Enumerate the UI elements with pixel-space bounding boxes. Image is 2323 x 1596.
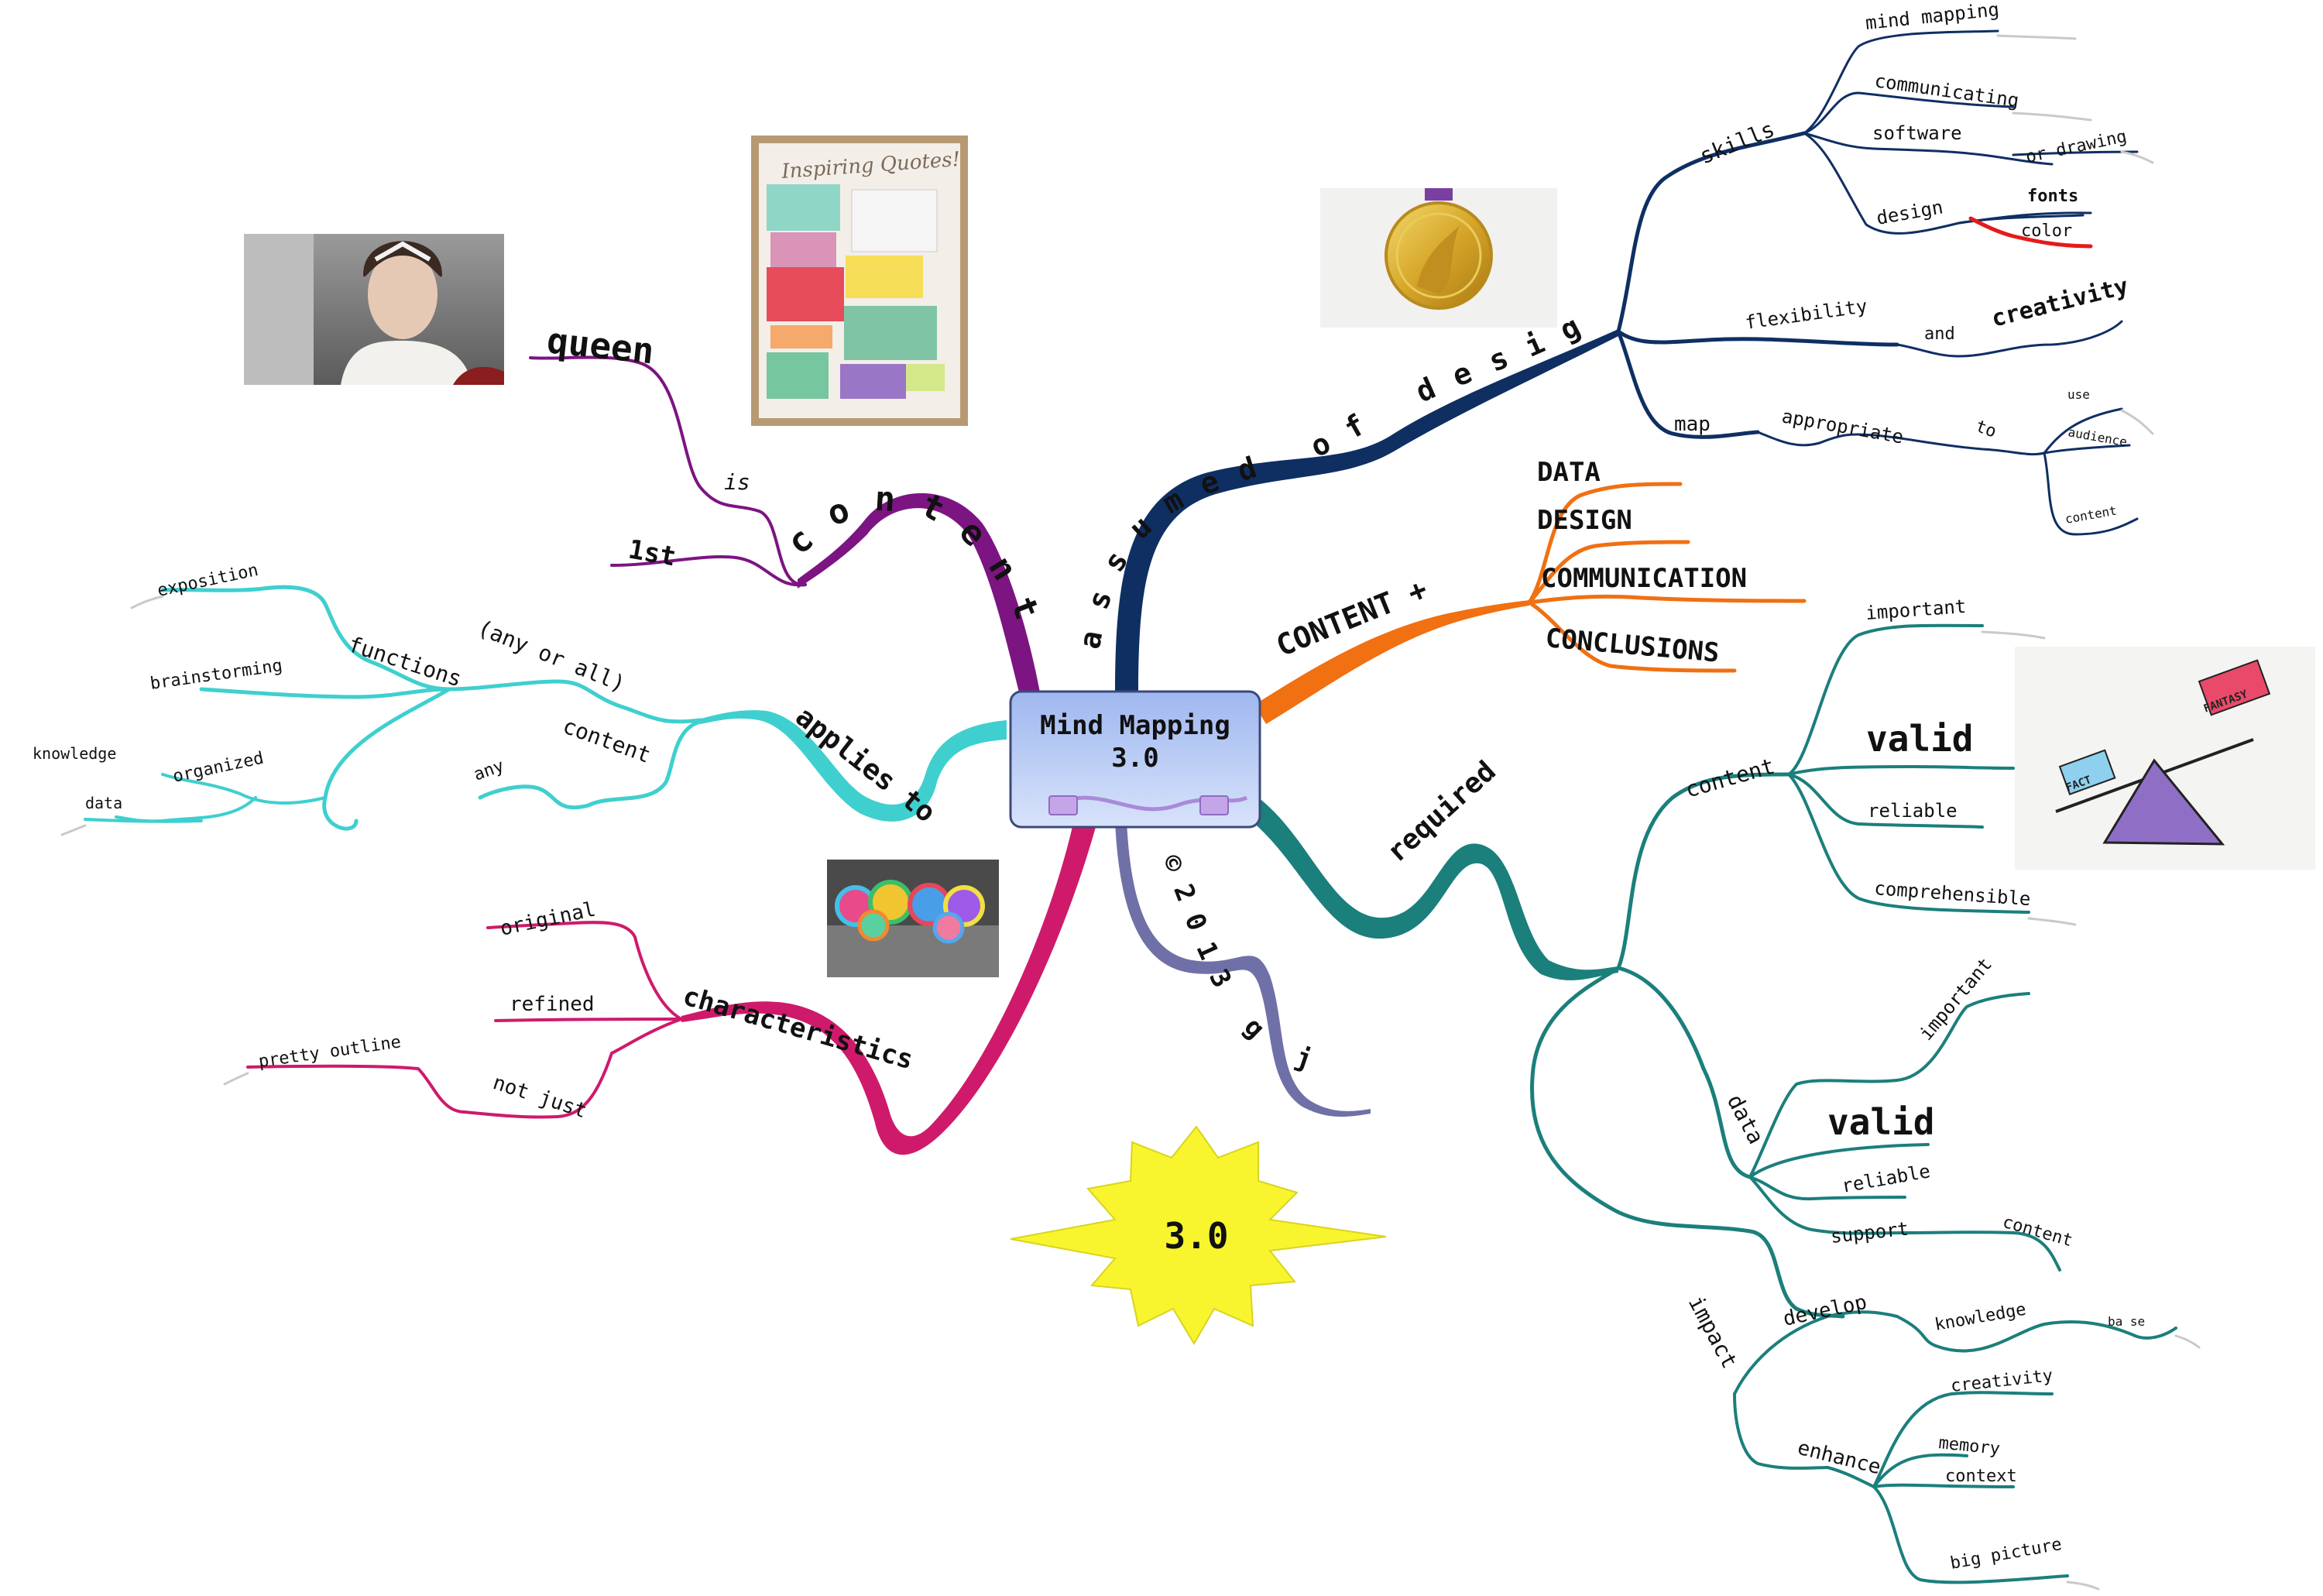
required-branch <box>1247 798 1618 980</box>
req-valid-label: valid <box>1866 718 1973 760</box>
audience-label: audience <box>2067 424 2128 449</box>
characteristics-subbranches <box>246 921 683 1119</box>
functions-label: functions <box>345 631 465 692</box>
support-content-label: content <box>2000 1213 2074 1251</box>
data-label: DATA <box>1537 457 1601 488</box>
creativity-label: creativity <box>1988 273 2131 333</box>
contentplus-subbranches <box>1527 482 1807 673</box>
use-label: use <box>2067 387 2090 402</box>
starburst-label: 3.0 <box>1164 1215 1228 1257</box>
req-reliable-label: reliable <box>1868 800 1958 822</box>
central-title-line2: 3.0 <box>1111 743 1158 774</box>
communicating-label: communicating <box>1873 70 2020 112</box>
applies-knowledge-label: knowledge <box>33 744 116 763</box>
organized-label: organized <box>171 749 266 787</box>
first-label: 1st <box>626 534 678 572</box>
software-label: software <box>1872 122 1962 144</box>
data-valid-label: valid <box>1827 1101 1934 1143</box>
design-label: design <box>1875 196 1944 229</box>
central-topic[interactable]: Mind Mapping 3.0 <box>1009 690 1261 829</box>
flexibility-label: flexibility <box>1744 295 1868 334</box>
characteristics-label: characteristics <box>680 980 917 1076</box>
is-label: is <box>724 469 750 495</box>
any-label: any <box>472 757 507 785</box>
base-label: ba se <box>2108 1314 2145 1329</box>
enhance-label: enhance <box>1795 1436 1883 1480</box>
required-leaves <box>1733 623 2177 1584</box>
color-leaf <box>1968 216 2093 249</box>
communication-label: COMMUNICATION <box>1541 563 1747 594</box>
designer-leaves <box>1756 29 2139 536</box>
applies-data-label: data <box>85 794 122 812</box>
content-branch <box>798 493 1041 705</box>
support-label: support <box>1830 1218 1910 1248</box>
map-label: map <box>1674 413 1711 436</box>
queen-photo <box>244 234 504 385</box>
brainstorming-label: brainstorming <box>149 656 283 694</box>
develop-label: develop <box>1781 1291 1868 1331</box>
appropriate-label: appropriate <box>1780 405 1905 448</box>
req-content-label: content <box>1683 753 1778 802</box>
queen-label: queen <box>545 319 656 372</box>
or-drawing-label: or drawing <box>2024 127 2129 167</box>
impact-label: impact <box>1683 1292 1743 1373</box>
exposition-label: exposition <box>156 561 260 601</box>
applies-content-label: content <box>560 713 654 768</box>
fonts-label: fonts <box>2027 187 2078 206</box>
req-data-label: data <box>1722 1090 1769 1148</box>
contentplus-branch <box>1254 600 1529 724</box>
knowledge-base-label: knowledge <box>1934 1300 2028 1335</box>
conclusions-label: CONCLUSIONS <box>1544 623 1721 668</box>
data-reliable-label: reliable <box>1840 1160 1932 1197</box>
content-subbranches <box>529 355 807 587</box>
central-title-line1: Mind Mapping <box>1040 710 1230 741</box>
branch-shadows <box>60 34 2201 1591</box>
starburst-3-0: 3.0 <box>1010 1125 1387 1345</box>
map-content-label: content <box>2064 503 2118 527</box>
applies-leaves <box>84 773 327 823</box>
big-picture-label: big picture <box>1949 1535 2064 1574</box>
fact-fantasy-seesaw: FACT FANTASY <box>2015 647 2315 870</box>
design-cap-label: DESIGN <box>1537 505 1632 536</box>
and-label: and <box>1924 324 1955 344</box>
refined-label: refined <box>510 993 595 1016</box>
copyright-branch <box>1115 821 1371 1117</box>
designer-subbranches <box>1616 131 1899 439</box>
inspiring-quotes-poster: Inspiring Quotes! <box>751 136 968 426</box>
original-label: original <box>498 898 598 940</box>
req-important-label: important <box>1865 595 1967 624</box>
mind-mapping-label: mind mapping <box>1865 0 2000 34</box>
applies-subbranches <box>160 585 703 831</box>
context-label: context <box>1945 1467 2017 1486</box>
color-label: color <box>2021 221 2072 241</box>
skills-label: skills <box>1696 116 1778 169</box>
applies-branch <box>701 710 1007 822</box>
required-subbranches <box>1530 772 1845 1319</box>
to-label: to <box>1973 417 1999 442</box>
gold-medal-photo <box>1320 188 1557 328</box>
lollipops-photo <box>827 860 999 977</box>
